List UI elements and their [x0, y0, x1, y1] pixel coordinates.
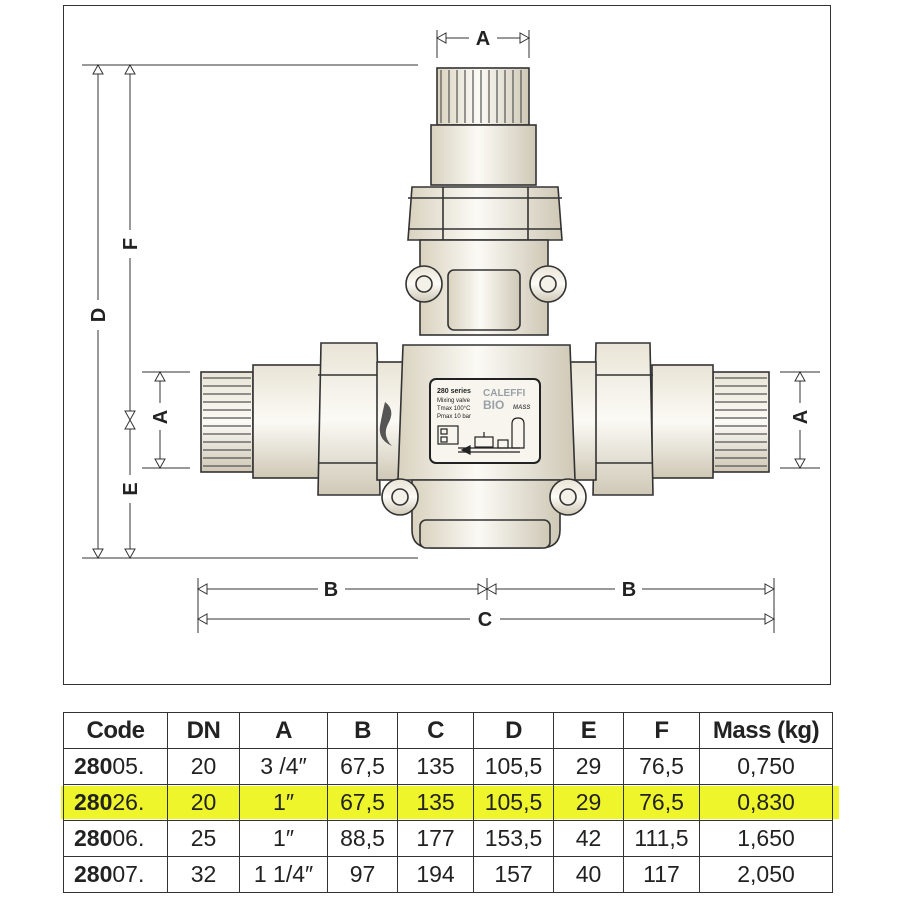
cell-mass: 1,650	[699, 820, 833, 857]
code-suffix: 07.	[112, 861, 145, 887]
dimension-table: Code DN A B C D E F Mass (kg) 28005. 20 …	[63, 712, 833, 893]
cell-f: 117	[623, 856, 700, 893]
nameplate: 280 series Mixing valve Tmax 100°C Pmax …	[429, 378, 541, 464]
right-union-nut	[592, 342, 654, 496]
code-prefix: 280	[74, 861, 113, 887]
drawing-frame	[63, 5, 831, 685]
cell-b: 67,5	[327, 748, 398, 785]
nameplate-pmax: Pmax 10 bar	[437, 414, 471, 420]
table-header-row: Code DN A B C D E F Mass (kg)	[63, 712, 833, 749]
cell-b: 97	[327, 856, 398, 893]
cell-c: 177	[397, 820, 474, 857]
nameplate-name: Mixing valve	[437, 398, 471, 404]
brand-line-1: CALEFFI	[483, 388, 525, 399]
cell-e: 42	[553, 820, 624, 857]
cell-d: 153,5	[473, 820, 554, 857]
header-e: E	[553, 712, 624, 749]
cell-e: 29	[553, 748, 624, 785]
cell-e: 40	[553, 856, 624, 893]
cell-b: 88,5	[327, 820, 398, 857]
top-thread	[436, 67, 530, 126]
cell-a: 1″	[239, 784, 328, 821]
cell-c: 194	[397, 856, 474, 893]
cell-d: 157	[473, 856, 554, 893]
cell-dn: 32	[167, 856, 240, 893]
cell-dn: 20	[167, 748, 240, 785]
left-union-nut	[317, 342, 381, 496]
cell-code: 28006.	[63, 820, 168, 857]
brand-line-3: MASS	[513, 405, 530, 411]
nameplate-tmax: Tmax 100°C	[437, 406, 471, 412]
code-suffix: 26.	[112, 789, 145, 815]
cell-code: 28026.	[63, 784, 168, 821]
code-suffix: 06.	[112, 825, 145, 851]
right-thread	[712, 371, 770, 473]
flame-logo-icon	[379, 402, 392, 446]
dim-label-b-right: B	[622, 579, 636, 601]
cell-a: 1 1/4″	[239, 856, 328, 893]
table-row: 28007. 32 1 1/4″ 97 194 157 40 117 2,050	[63, 856, 833, 893]
code-suffix: 05.	[112, 753, 145, 779]
header-mass: Mass (kg)	[699, 712, 833, 749]
nameplate-series: 280 series	[437, 388, 471, 395]
dim-label-e: E	[120, 482, 142, 495]
cell-b: 67,5	[327, 784, 398, 821]
cell-f: 111,5	[623, 820, 700, 857]
header-f: F	[623, 712, 700, 749]
code-prefix: 280	[74, 753, 113, 779]
dim-label-a-right: A	[790, 410, 812, 424]
brand-line-2: BIO	[483, 398, 504, 412]
cell-d: 105,5	[473, 748, 554, 785]
cell-a: 3 /4″	[239, 748, 328, 785]
dim-label-f: F	[120, 238, 142, 250]
cell-f: 76,5	[623, 784, 700, 821]
table-row: 28005. 20 3 /4″ 67,5 135 105,5 29 76,5 0…	[63, 748, 833, 785]
header-dn: DN	[167, 712, 240, 749]
dimension-lines	[82, 30, 820, 633]
cell-mass: 2,050	[699, 856, 833, 893]
cell-c: 135	[397, 748, 474, 785]
cell-f: 76,5	[623, 748, 700, 785]
cell-mass: 0,830	[699, 784, 833, 821]
schematic-icon	[437, 417, 525, 455]
cell-dn: 20	[167, 784, 240, 821]
cell-c: 135	[397, 784, 474, 821]
cell-mass: 0,750	[699, 748, 833, 785]
top-union-nut	[407, 186, 563, 241]
header-code: Code	[63, 712, 168, 749]
code-prefix: 280	[74, 825, 113, 851]
header-b: B	[327, 712, 398, 749]
valve-technical-drawing: 280 series Mixing valve Tmax 100°C Pmax …	[82, 28, 820, 633]
dim-label-d: D	[88, 308, 110, 322]
cell-code: 28007.	[63, 856, 168, 893]
dim-label-a-left: A	[150, 410, 172, 424]
dim-label-a-top: A	[476, 28, 490, 50]
cell-a: 1″	[239, 820, 328, 857]
cell-e: 29	[553, 784, 624, 821]
header-d: D	[473, 712, 554, 749]
dim-label-c: C	[478, 609, 492, 631]
left-thread	[200, 371, 254, 473]
header-a: A	[239, 712, 328, 749]
cell-d: 105,5	[473, 784, 554, 821]
table-row: 28006. 25 1″ 88,5 177 153,5 42 111,5 1,6…	[63, 820, 833, 857]
code-prefix: 280	[74, 789, 113, 815]
table-row-highlighted: 28026. 20 1″ 67,5 135 105,5 29 76,5 0,83…	[63, 784, 833, 821]
header-c: C	[397, 712, 474, 749]
dim-label-b-left: B	[324, 579, 338, 601]
cell-code: 28005.	[63, 748, 168, 785]
cell-dn: 25	[167, 820, 240, 857]
valve-body	[200, 67, 770, 549]
